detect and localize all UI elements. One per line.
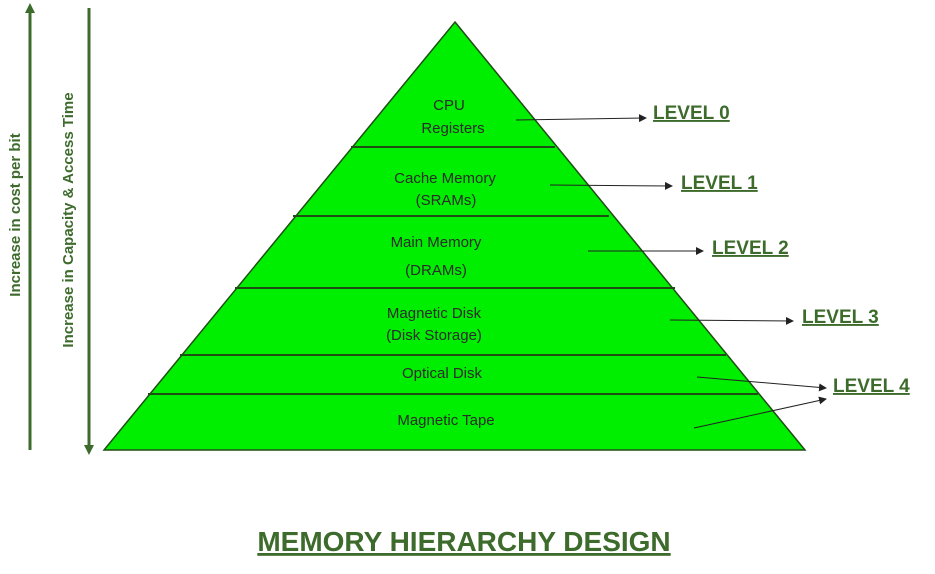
level-2-label: LEVEL 2 [712,238,789,259]
tier-optical-disk: Optical Disk [402,365,483,382]
tier-magnetic-disk-line1: Magnetic Disk [387,305,482,322]
level-3-arrow [669,316,794,325]
level-1-arrow [549,181,673,190]
tier-main-memory-line2: (DRAMs) [405,262,467,279]
diagram-title: MEMORY HIERARCHY DESIGN [257,526,670,557]
tier-magnetic-tape: Magnetic Tape [397,412,494,429]
level-0-arrow [515,114,647,123]
tier-main-memory-line1: Main Memory [391,234,482,251]
tier-cpu-registers-line1: CPU [433,97,465,114]
cost-axis-label: Increase in cost per bit [7,133,24,296]
level-3-label: LEVEL 3 [802,307,879,328]
tier-cpu-registers-line2: Registers [421,120,484,137]
level-0-label: LEVEL 0 [653,103,730,124]
level-1-label: LEVEL 1 [681,173,758,194]
level-4-label: LEVEL 4 [833,376,910,397]
pyramid [102,20,807,451]
level-4-arrow-optical [696,376,827,392]
level-4-arrow-tape [693,396,827,429]
tier-cache-memory-line1: Cache Memory [394,170,496,187]
tier-magnetic-disk-line2: (Disk Storage) [386,327,482,344]
tier-cache-memory-line2: (SRAMs) [416,192,477,209]
capacity-axis-label: Increase in Capacity & Access Time [60,92,77,347]
